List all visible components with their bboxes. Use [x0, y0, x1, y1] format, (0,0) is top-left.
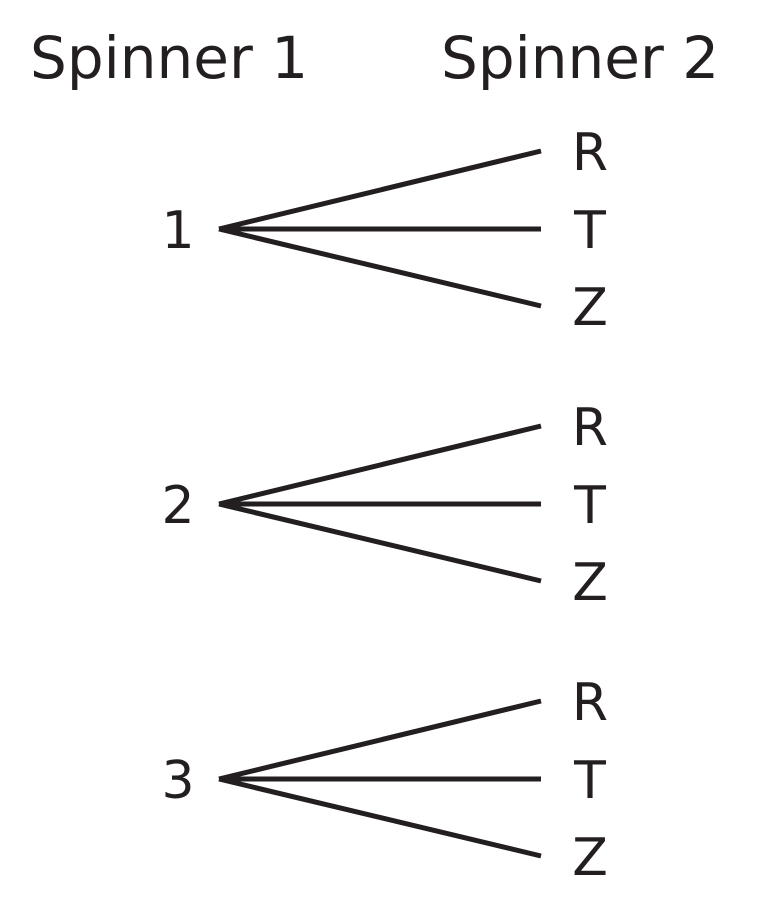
branch-line-3-R: [218, 698, 542, 782]
branch-line-1-R: [218, 148, 542, 232]
spinner-2-outcome-1-R: R: [572, 123, 608, 183]
spinner-2-outcome-3-R: R: [572, 673, 608, 733]
spinner-2-outcome-2-T: T: [573, 476, 606, 536]
spinner-2-outcome-3-Z: Z: [572, 828, 608, 888]
spinner-2-outcome-1-T: T: [573, 201, 606, 261]
spinner-1-outcome-1: 1: [161, 201, 194, 261]
spinner-2-header: Spinner 2: [441, 24, 720, 92]
spinner-1-outcome-2: 2: [161, 476, 194, 536]
branch-line-1-Z: [218, 226, 542, 309]
branch-group-3: 3 RTZ: [161, 673, 608, 888]
branch-group-1: 1 RTZ: [161, 123, 608, 338]
spinner-1-outcome-3: 3: [161, 751, 194, 811]
branch-line-3-Z: [218, 776, 542, 859]
branch-line-2-Z: [218, 501, 542, 584]
spinner-2-outcome-3-T: T: [573, 751, 606, 811]
spinner-1-header: Spinner 1: [30, 24, 309, 92]
spinner-2-outcome-2-R: R: [572, 398, 608, 458]
spinner-2-outcome-1-Z: Z: [572, 278, 608, 338]
spinner-2-outcome-2-Z: Z: [572, 553, 608, 613]
branch-line-2-R: [218, 423, 542, 507]
branch-group-2: 2 RTZ: [161, 398, 608, 613]
